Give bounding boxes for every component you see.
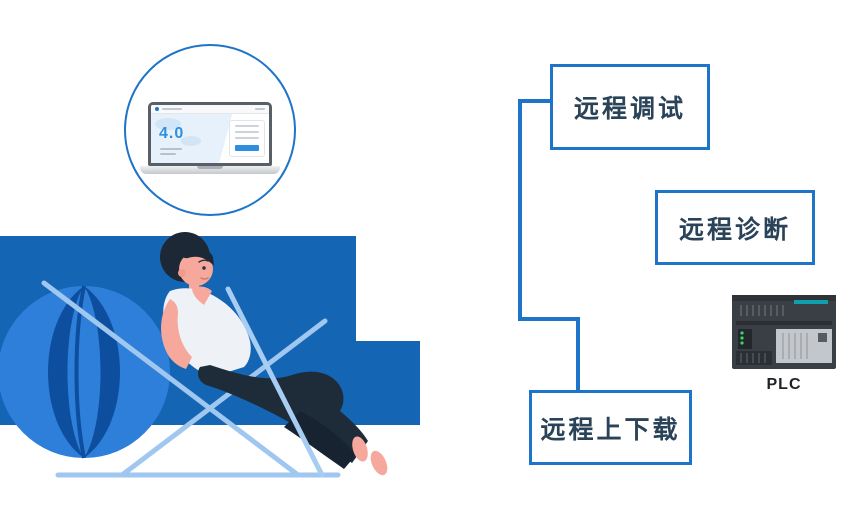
map-decoration	[181, 136, 201, 146]
map-decoration	[155, 118, 181, 130]
topbar-title-placeholder	[162, 108, 182, 110]
app-logo-icon	[155, 107, 159, 111]
remote-diagnosis-label: 远程诊断	[678, 215, 791, 244]
label-box-remote-upload-download: 远程上下载	[529, 390, 692, 465]
laptop-base-notch	[197, 166, 223, 169]
login-field-placeholder	[235, 125, 259, 127]
software-version-text: 4.0	[159, 125, 185, 142]
beach-ball-illustration	[0, 285, 170, 459]
person-illustration	[160, 232, 388, 476]
deck-chair-front-pole	[225, 286, 325, 478]
login-field-placeholder	[235, 137, 259, 139]
text-placeholder	[160, 148, 182, 150]
plc-figure: PLC	[727, 291, 841, 403]
login-field-placeholder	[235, 131, 259, 133]
label-box-remote-debug: 远程调试	[550, 64, 710, 150]
laptop-screen-topbar	[151, 105, 269, 114]
text-placeholder	[160, 153, 176, 155]
remote-debug-label: 远程调试	[573, 95, 686, 123]
illustration-scene	[0, 232, 420, 478]
topbar-menu-placeholder	[255, 108, 265, 110]
laptop-base	[140, 166, 280, 174]
remote-upload-download-label: 远程上下载	[540, 415, 681, 444]
plc-device-illustration	[732, 295, 836, 369]
laptop-illustration: 4.0	[140, 102, 280, 174]
connector-line	[518, 99, 552, 103]
login-button-placeholder	[235, 145, 259, 151]
laptop-screen: 4.0	[148, 102, 272, 166]
blue-block	[356, 341, 420, 425]
plc-label: PLC	[766, 376, 802, 393]
deck-chair-frame	[41, 280, 341, 478]
connector-line	[518, 99, 522, 321]
connector-line	[518, 317, 580, 321]
login-card	[229, 120, 265, 157]
connector-line	[576, 317, 580, 393]
laptop-screen-body: 4.0	[151, 114, 269, 163]
label-box-remote-diagnosis: 远程诊断	[655, 190, 815, 265]
